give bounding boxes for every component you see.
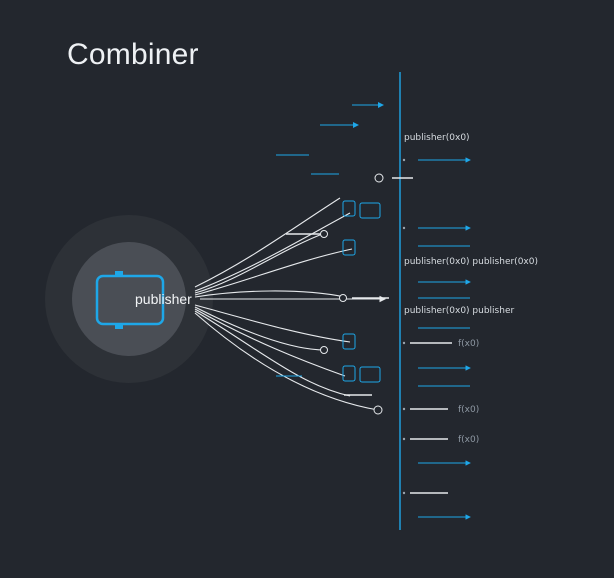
publisher-node[interactable] — [95, 274, 165, 326]
event-label: f(x0) — [458, 435, 479, 445]
event-label: f(x0) — [458, 405, 479, 415]
emit-arrows — [286, 177, 413, 396]
incoming-arrows — [276, 102, 384, 377]
operator-boxes — [342, 200, 381, 383]
event-lines — [418, 157, 471, 520]
node-tab-icon — [115, 271, 123, 277]
event-label: f(x0) — [458, 339, 479, 349]
fanout-lines — [194, 197, 387, 411]
node-tab-icon — [115, 323, 123, 329]
merge-points — [320, 173, 384, 415]
publisher-node-label: publisher — [135, 291, 192, 307]
axis-ticks — [402, 158, 406, 495]
event-label: publisher(0x0) publisher — [404, 306, 514, 316]
event-label: publisher(0x0) — [404, 133, 470, 143]
event-label: publisher(0x0) publisher(0x0) — [404, 257, 538, 267]
inner-halo — [72, 242, 186, 356]
event-lines-white — [410, 342, 452, 494]
diagram-title: Combiner — [67, 38, 199, 71]
